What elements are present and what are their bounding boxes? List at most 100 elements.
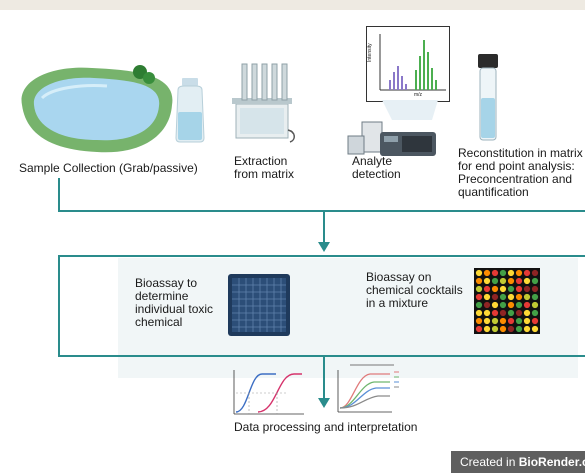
- flow-line-center-2: [323, 355, 325, 401]
- array-spot: [483, 309, 491, 317]
- mass-spectrum-icon: [366, 26, 450, 102]
- array-spot: [523, 301, 531, 309]
- array-spot: [515, 285, 523, 293]
- array-spot: [523, 325, 531, 333]
- flow-line-middle-bottom: [58, 355, 585, 357]
- bioassay-mixture-line1: Bioassay on: [366, 270, 432, 284]
- array-spot: [499, 269, 507, 277]
- array-spot: [531, 301, 539, 309]
- array-spot: [531, 285, 539, 293]
- flow-line-center-1: [323, 210, 325, 244]
- array-spot: [507, 301, 515, 309]
- flow-line-top: [58, 210, 585, 212]
- bottle-icon: [175, 78, 205, 143]
- array-spot: [491, 277, 499, 285]
- array-spot: [475, 269, 483, 277]
- array-spot: [499, 277, 507, 285]
- array-spot: [491, 317, 499, 325]
- spectrum-x-label: m/z: [414, 92, 423, 98]
- vial-icon: [478, 54, 498, 141]
- biorender-watermark: Created in BioRender.c: [451, 451, 585, 473]
- array-spot: [499, 285, 507, 293]
- array-spot: [491, 309, 499, 317]
- array-spot: [507, 269, 515, 277]
- array-spot: [483, 317, 491, 325]
- array-spot: [531, 269, 539, 277]
- array-spot: [491, 269, 499, 277]
- bioassay-individual-line3: individual toxic: [135, 302, 214, 316]
- array-spot: [507, 325, 515, 333]
- array-spot: [499, 301, 507, 309]
- array-spot: [507, 293, 515, 301]
- array-spot: [475, 317, 483, 325]
- array-spot: [491, 325, 499, 333]
- array-spot: [515, 301, 523, 309]
- reconstitution-label-line3: Preconcentration and: [458, 172, 573, 186]
- array-spot: [515, 309, 523, 317]
- array-spot: [515, 277, 523, 285]
- array-spot: [515, 293, 523, 301]
- array-spot: [499, 309, 507, 317]
- array-spot: [499, 317, 507, 325]
- mass-spectrometer-icon: [347, 121, 436, 156]
- extraction-label-line2: from matrix: [234, 167, 294, 181]
- array-spot: [475, 309, 483, 317]
- array-spot: [507, 285, 515, 293]
- array-spot: [523, 285, 531, 293]
- spectrum-y-label: Intensity: [367, 43, 373, 62]
- array-spot: [507, 277, 515, 285]
- extraction-rack-icon: [232, 63, 295, 143]
- watermark-prefix: Created in: [460, 455, 519, 469]
- detection-label-line2: detection: [352, 167, 401, 181]
- extraction-label-line1: Extraction: [234, 154, 288, 168]
- bioassay-individual-line2: determine: [135, 289, 189, 303]
- microarray-plate-icon: [474, 268, 540, 334]
- flow-line-left-2: [58, 255, 60, 356]
- array-spot: [531, 325, 539, 333]
- sample-collection-label: Sample Collection (Grab/passive): [19, 161, 198, 175]
- array-spot: [475, 293, 483, 301]
- array-spot: [507, 317, 515, 325]
- data-processing-label: Data processing and interpretation: [234, 420, 418, 434]
- array-spot: [523, 277, 531, 285]
- array-spot: [483, 277, 491, 285]
- array-spot: [491, 293, 499, 301]
- array-spot: [491, 301, 499, 309]
- bioassay-mixture-line3: in a mixture: [366, 296, 429, 310]
- array-spot: [475, 325, 483, 333]
- spectrum-callout: [382, 100, 438, 120]
- top-bar: [0, 0, 585, 10]
- array-spot: [515, 269, 523, 277]
- array-spot: [475, 277, 483, 285]
- array-spot: [475, 301, 483, 309]
- array-spot: [523, 293, 531, 301]
- dose-response-chart-icon: [233, 370, 304, 415]
- well-plate-icon: [228, 274, 290, 336]
- array-spot: [475, 285, 483, 293]
- detection-label-line1: Analyte: [352, 154, 393, 168]
- array-spot: [483, 269, 491, 277]
- arrow-down-icon-2: [318, 398, 330, 408]
- array-spot: [523, 269, 531, 277]
- array-spot: [515, 325, 523, 333]
- array-spot: [531, 293, 539, 301]
- array-spot: [483, 293, 491, 301]
- arrow-down-icon: [318, 242, 330, 252]
- array-spot: [491, 285, 499, 293]
- bioassay-individual-line1: Bioassay to: [135, 276, 198, 290]
- array-spot: [483, 285, 491, 293]
- array-spot: [531, 277, 539, 285]
- array-spot: [507, 309, 515, 317]
- reconstitution-label-line2: for end point analysis:: [458, 159, 575, 173]
- reconstitution-label-line4: quantification: [458, 185, 529, 199]
- reconstitution-label-line1: Reconstitution in matrix: [458, 146, 583, 160]
- array-spot: [499, 293, 507, 301]
- array-spot: [531, 309, 539, 317]
- mixture-response-chart-icon: [337, 364, 399, 413]
- flow-line-left-1: [58, 178, 60, 211]
- pond-icon: [21, 65, 173, 153]
- bioassay-mixture-line2: chemical cocktails: [366, 283, 463, 297]
- bioassay-individual-line4: chemical: [135, 315, 183, 329]
- array-spot: [483, 325, 491, 333]
- array-spot: [523, 309, 531, 317]
